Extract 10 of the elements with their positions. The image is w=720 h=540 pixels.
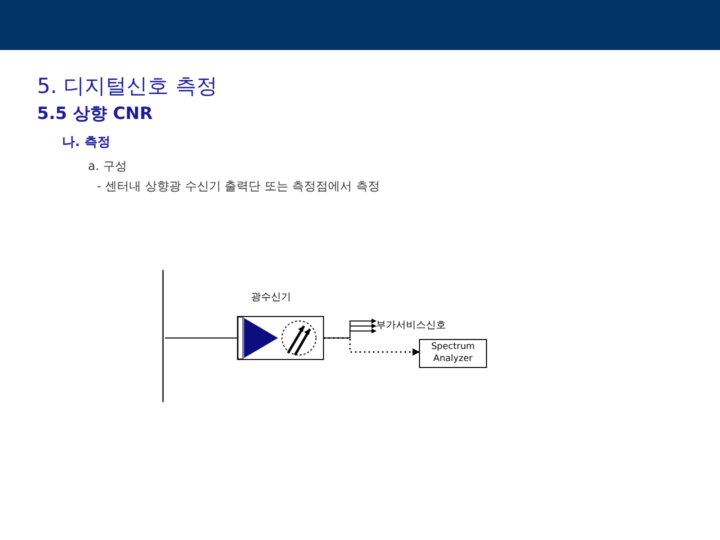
arrow [324,337,420,356]
slide-title: 5. 디지털신호 측정 [37,73,218,100]
arrow [324,328,376,338]
list-item: - 센터내 상향광 수신기 출력단 또는 측정점에서 측정 [97,178,380,195]
list-item: a. 구성 [88,158,127,175]
subsection-heading: 나. 측정 [62,134,110,151]
signal-label: 부가서비스신호 [376,318,446,334]
spectrum-analyzer-box: Spectrum Analyzer [419,339,487,368]
receiver-label: 광수신기 [251,291,291,304]
section-heading: 5.5 상향 CNR [37,103,153,125]
